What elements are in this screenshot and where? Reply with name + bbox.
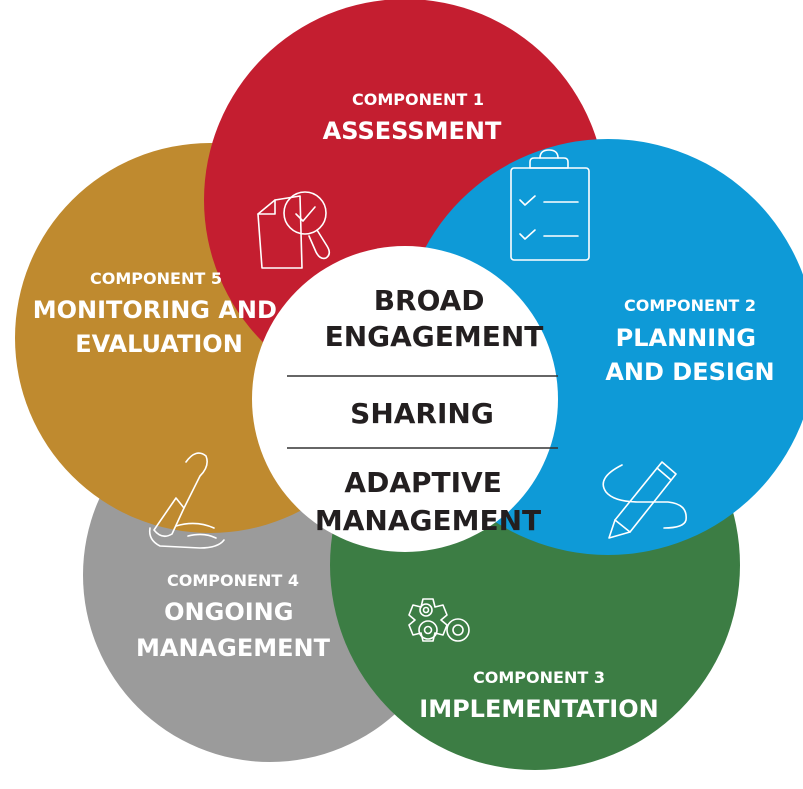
component-5-number: COMPONENT 5 xyxy=(90,269,222,288)
clipboard-checklist-icon xyxy=(510,149,590,261)
principle-sharing: SHARING xyxy=(350,397,494,430)
component-4-name: ONGOING MANAGEMENT xyxy=(136,598,331,662)
component-1-name: ASSESSMENT xyxy=(323,117,502,145)
component-2-name: PLANNING AND DESIGN xyxy=(605,324,774,386)
document-magnifier-icon xyxy=(257,191,331,269)
component-3-name: IMPLEMENTATION xyxy=(419,695,658,723)
pencil-path-icon xyxy=(602,461,687,539)
trowel-hand-icon xyxy=(148,452,225,549)
component-3-number: COMPONENT 3 xyxy=(473,668,605,687)
core-principles-circle xyxy=(252,246,558,552)
component-1-number: COMPONENT 1 xyxy=(352,90,484,109)
component-2-number: COMPONENT 2 xyxy=(624,296,756,315)
principle-adaptive-management: ADAPTIVE MANAGEMENT xyxy=(315,466,541,537)
gears-icon xyxy=(408,598,470,642)
component-4-number: COMPONENT 4 xyxy=(167,571,299,590)
principle-broad-engagement: BROAD ENGAGEMENT xyxy=(325,284,544,353)
component-5-name: MONITORING AND EVALUATION xyxy=(33,296,286,358)
